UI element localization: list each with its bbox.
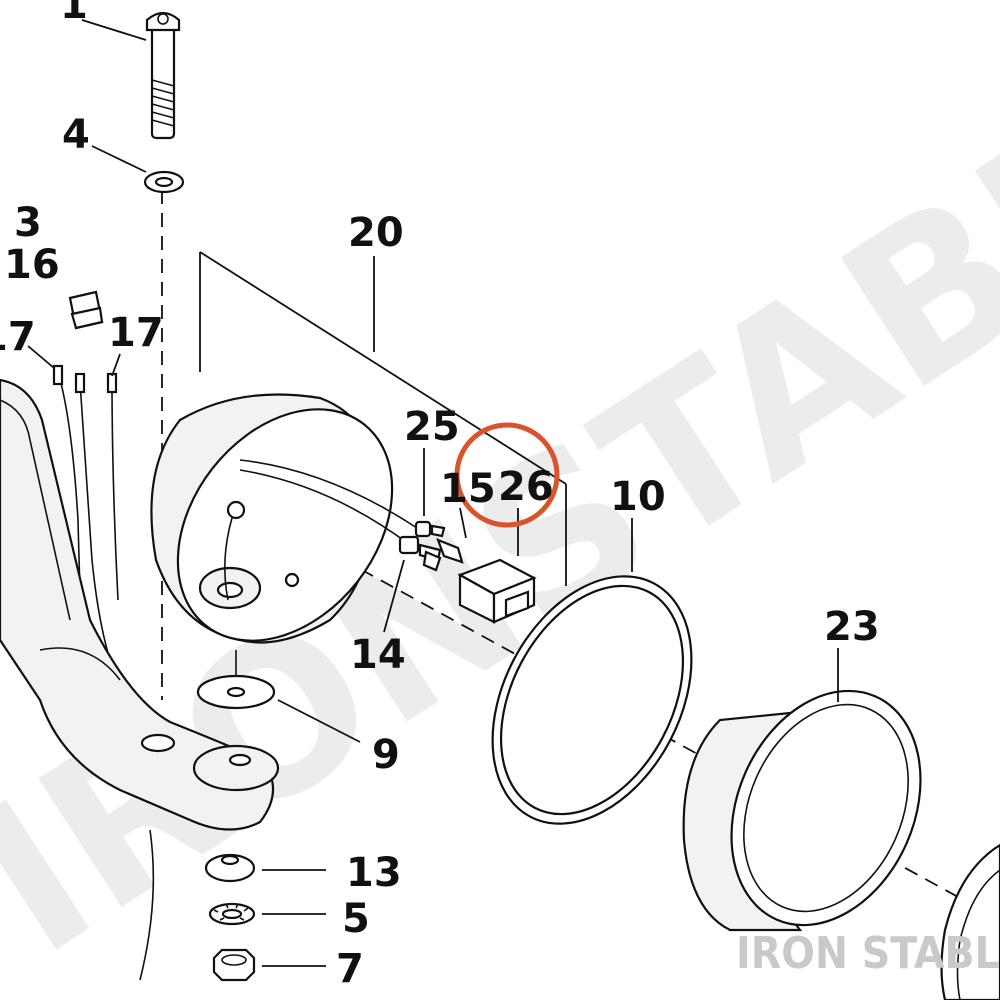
bolt-part [145, 11, 181, 140]
callout-17-right: 17 [108, 310, 164, 356]
grommet-13-part [204, 853, 256, 883]
washer-9-part [196, 650, 276, 710]
callout-7: 7 [336, 946, 364, 992]
connector-16-part [68, 290, 104, 330]
lock-washer-5-part [208, 902, 256, 926]
callout-3: 3 [14, 200, 42, 246]
callout-15: 15 [440, 466, 496, 512]
callout-1: 1 [60, 0, 88, 28]
callout-26: 26 [498, 464, 554, 510]
washer-part [143, 170, 185, 194]
headlamp-part [682, 689, 922, 932]
callout-16: 16 [4, 242, 60, 288]
highlight-circle [454, 422, 560, 528]
nut-7-part [212, 948, 256, 982]
brand-watermark: IRON STABLE [736, 928, 1000, 979]
trim-ring-part [491, 575, 693, 825]
callout-20: 20 [348, 210, 404, 256]
callout-13: 13 [346, 850, 402, 896]
callout-labels: 1 4 3 16 17 17 20 25 15 26 10 14 23 9 13… [0, 0, 880, 992]
connector-26-part [457, 558, 537, 624]
leader-lines [27, 19, 839, 967]
callout-14: 14 [350, 632, 406, 678]
callout-10: 10 [610, 474, 666, 520]
callout-23: 23 [824, 604, 880, 650]
callout-4: 4 [62, 112, 90, 158]
mounting-bracket-part [0, 378, 280, 981]
callout-9: 9 [372, 732, 400, 778]
callout-25: 25 [404, 404, 460, 450]
terminal-15-part [422, 538, 464, 572]
headlight-bucket-part [150, 393, 421, 644]
callout-17-left: 17 [0, 314, 36, 360]
callout-5: 5 [342, 896, 370, 942]
partial-lamp-part [940, 843, 1000, 1000]
